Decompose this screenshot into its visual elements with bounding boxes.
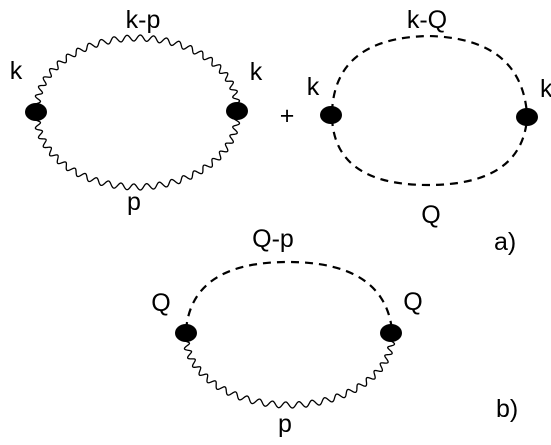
loop-a2-right-label: k — [540, 75, 551, 103]
loop-a2-bottom-label: Q — [421, 201, 440, 229]
loop-a2-left-vertex — [320, 106, 342, 124]
loop-a1-top-label: k-p — [126, 6, 161, 34]
loop-b-left-label: Q — [151, 289, 170, 317]
loop-a1-right-label: k — [250, 58, 263, 86]
panel-a-label: a) — [494, 228, 516, 256]
loop-b-bottom-label: p — [278, 410, 292, 438]
loop-a2-top-label: k-Q — [407, 6, 447, 34]
panel-b-label: b) — [496, 395, 518, 423]
loop-a2-bottom-propagator — [330, 117, 529, 187]
loop-a1-bottom-propagator — [33, 115, 241, 191]
plus-sign: + — [280, 102, 295, 130]
loop-b-left-vertex — [175, 324, 197, 342]
loop-a2-right-vertex — [516, 108, 538, 126]
loop-a1: k-p p k k — [10, 6, 263, 216]
loop-b-top-label: Q-p — [252, 225, 294, 253]
loop-a2-left-label: k — [307, 73, 320, 101]
loop-a1-top-propagator — [33, 34, 241, 109]
loop-b-right-label: Q — [403, 288, 422, 316]
loop-b-right-vertex — [380, 324, 402, 342]
loop-b-bottom-propagator — [182, 336, 396, 409]
loop-a2: k-Q Q k k — [307, 6, 551, 229]
loop-b: Q-p p Q Q — [151, 225, 422, 438]
loop-a1-bottom-label: p — [127, 188, 141, 216]
loop-a2-top-propagator — [330, 34, 529, 115]
loop-a1-left-vertex — [25, 103, 47, 121]
loop-a1-right-vertex — [226, 102, 248, 120]
loop-a1-left-label: k — [10, 57, 23, 85]
loop-b-top-propagator — [184, 260, 394, 331]
